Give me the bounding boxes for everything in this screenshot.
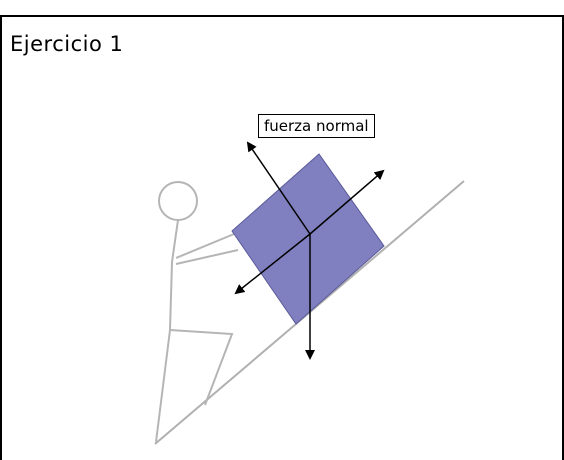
normal-force-arrow [246,141,311,235]
stick-figure [155,181,239,443]
friction-arrow [234,233,311,295]
figure-arm-upper [175,233,235,259]
figure-head [158,181,198,221]
figure-torso [169,219,179,331]
push-force-arrow [309,169,385,235]
frame-border [0,15,564,460]
figure-leg-front [169,329,234,406]
figure-leg-back [155,329,171,443]
figure-arm-lower [175,249,239,265]
normal-force-label: fuerza normal [258,114,375,138]
page-title: Ejercicio 1 [10,32,124,56]
block [231,153,385,325]
